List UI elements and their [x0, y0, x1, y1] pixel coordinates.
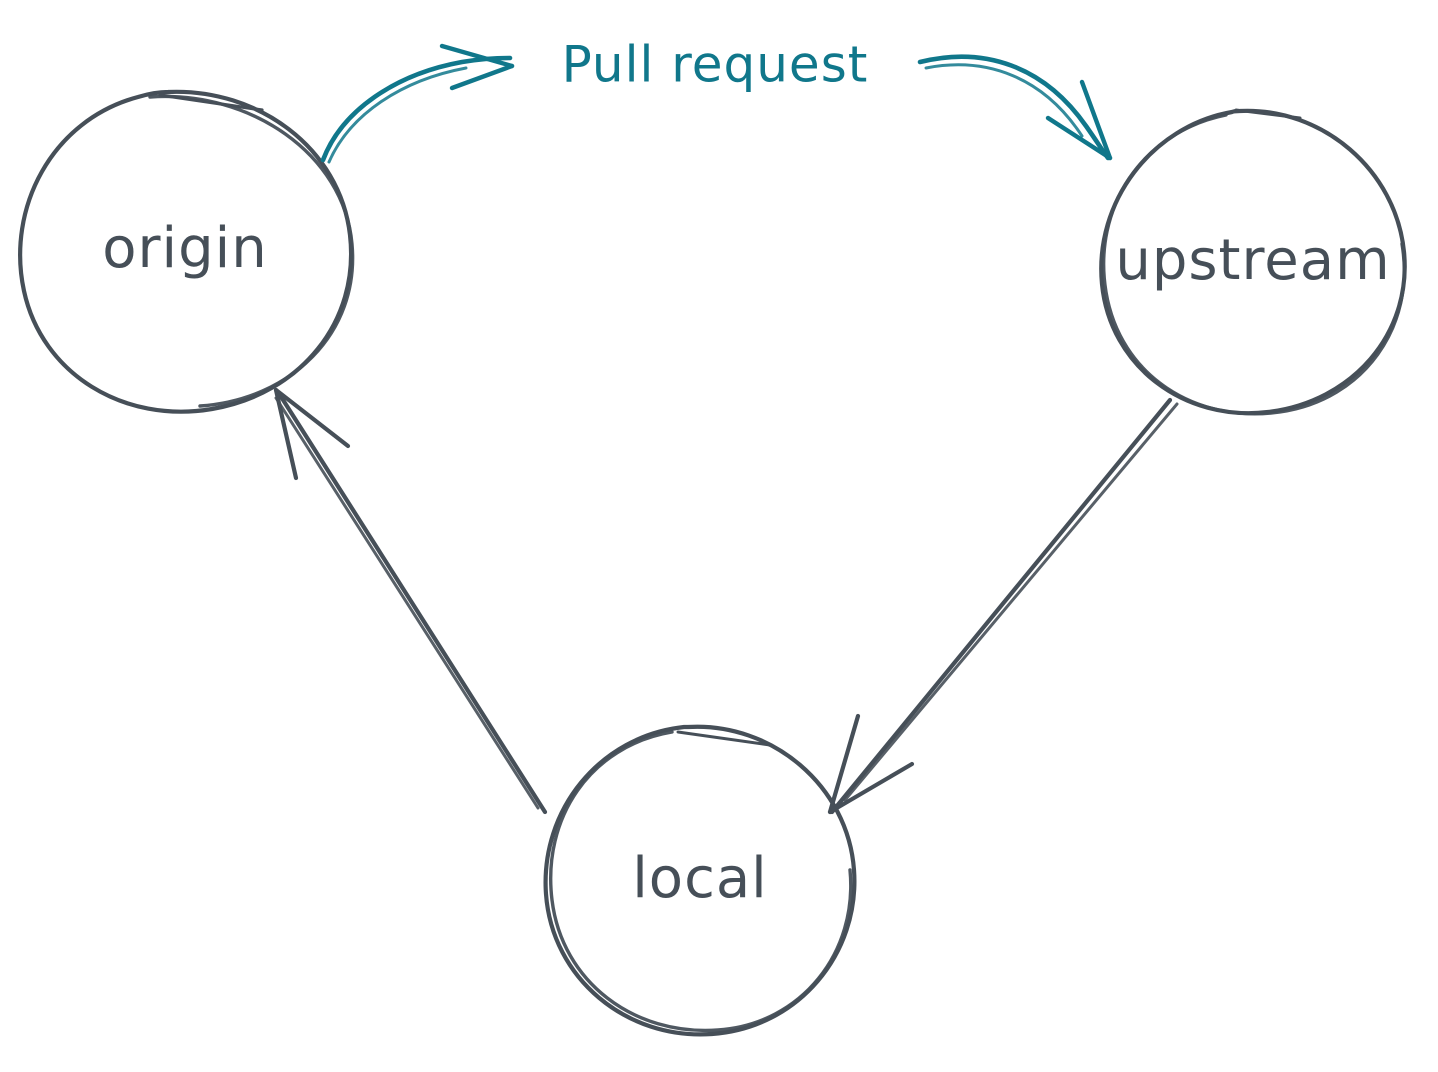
origin-circle-stroke-2 — [148, 94, 355, 408]
pull-request-curve-left-2 — [327, 66, 468, 164]
upstream-local-line-1 — [829, 397, 1173, 815]
origin-circle-overshoot — [158, 93, 264, 112]
local-origin-arrowhead-barb-1 — [273, 387, 299, 481]
pull-request-curve-right-2 — [924, 63, 1084, 138]
local-origin-arrowhead-barb-2 — [273, 387, 351, 449]
local-circle-overshoot — [676, 730, 772, 747]
edge-local-to-origin[interactable] — [273, 387, 548, 815]
node-upstream[interactable]: upstream — [1099, 108, 1407, 416]
pull-request-curve-right — [917, 54, 1111, 161]
local-circle-stroke-1 — [543, 724, 857, 1037]
node-origin[interactable]: origin — [18, 89, 355, 414]
edge-origin-to-upstream[interactable]: Pull request — [320, 36, 1113, 164]
pull-request-mid-arrowhead-2 — [449, 63, 515, 91]
upstream-local-arrowhead-barb-2 — [827, 761, 915, 815]
local-origin-line-2 — [274, 396, 540, 810]
local-circle-stroke-2 — [549, 730, 853, 1033]
upstream-local-arrowhead-barb-1 — [827, 713, 861, 815]
pull-request-label: Pull request — [562, 36, 869, 94]
local-label: local — [632, 846, 767, 911]
pull-request-curve-left — [320, 55, 513, 163]
upstream-circle-overshoot — [1234, 108, 1302, 120]
upstream-circle-stroke-2 — [1101, 113, 1406, 416]
edge-upstream-to-local[interactable] — [827, 397, 1179, 815]
upstream-local-line-2 — [843, 402, 1179, 802]
origin-label: origin — [102, 216, 267, 281]
origin-circle-stroke-1 — [18, 89, 354, 414]
pull-request-mid-arrowhead — [439, 43, 515, 69]
pull-request-end-arrowhead-barb-2 — [1079, 79, 1113, 161]
local-origin-line-1 — [275, 389, 548, 815]
upstream-label: upstream — [1115, 228, 1390, 293]
node-local[interactable]: local — [543, 724, 857, 1037]
pull-request-end-arrowhead-barb-1 — [1045, 115, 1113, 161]
